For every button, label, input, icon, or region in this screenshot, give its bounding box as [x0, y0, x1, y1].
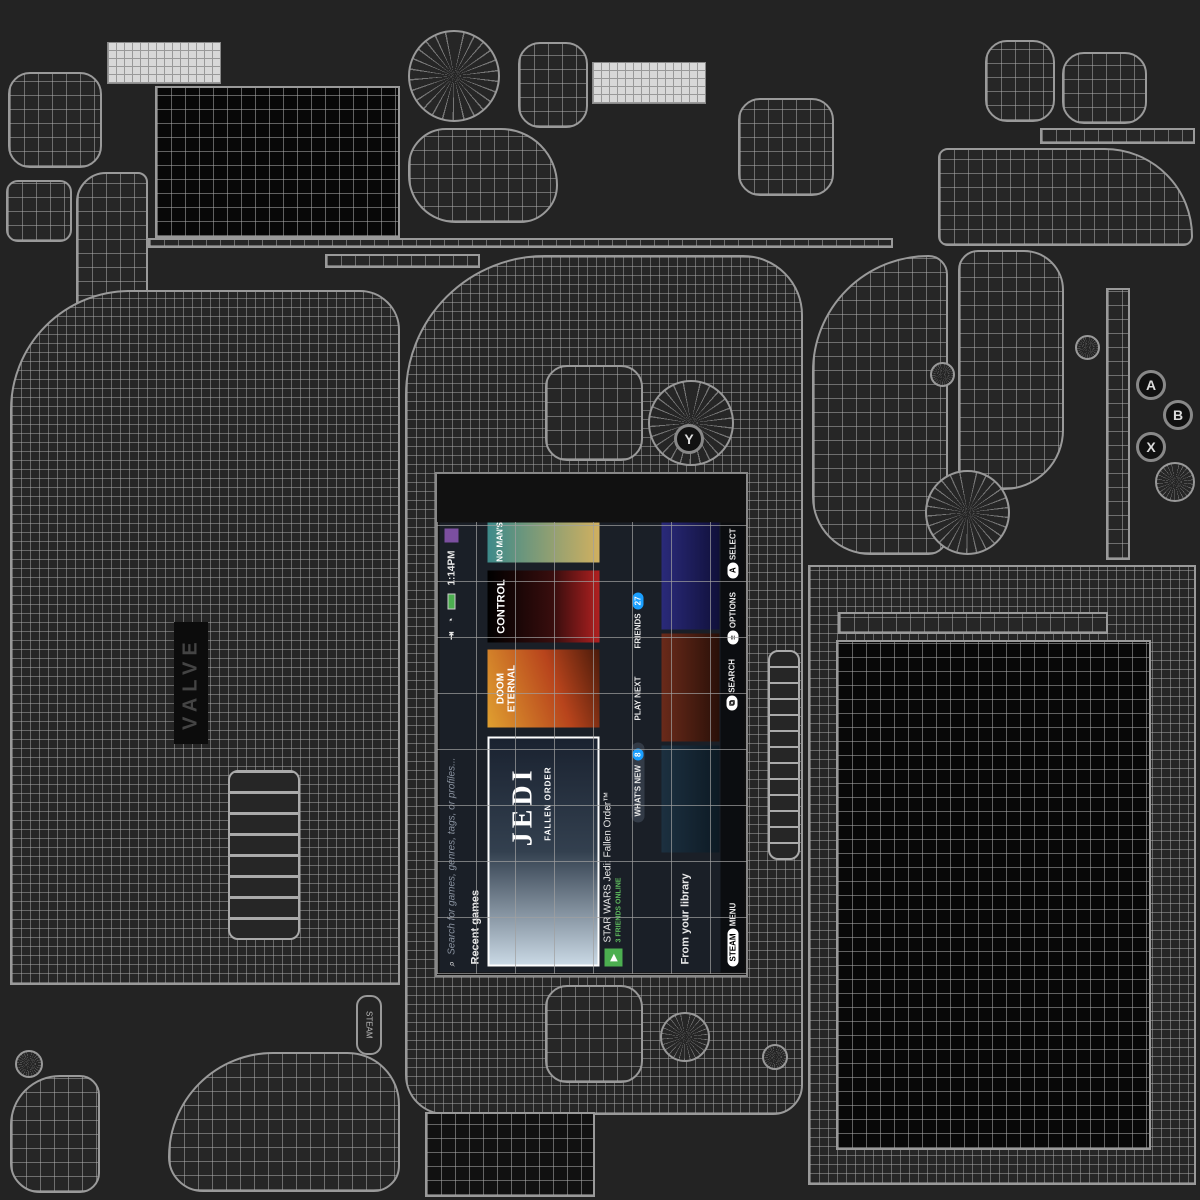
uv-grip-bottom: [10, 1075, 100, 1193]
valve-logo: VALVE: [174, 622, 208, 744]
exit-icon[interactable]: ⇥: [446, 631, 457, 640]
face-button-y: Y: [674, 424, 704, 454]
jedi-logo: JEDI: [507, 766, 539, 847]
game-title: NO MAN'S SKY: [495, 522, 505, 562]
uv-grip-side: [958, 250, 1064, 490]
uv-strip: [325, 254, 480, 268]
steam-key: STEAM: [727, 928, 738, 967]
tab-friends[interactable]: FRIENDS 27: [632, 586, 645, 654]
uv-stick-ring: [408, 30, 500, 122]
uv-strip: [838, 612, 1108, 634]
home-tabs: WHAT'S NEW 8 PLAY NEXT FRIENDS 27: [631, 586, 645, 823]
search-icon: ⌕: [446, 960, 457, 967]
friends-online: 3 FRIENDS ONLINE: [615, 877, 623, 943]
featured-game-card[interactable]: JEDI FALLEN ORDER: [487, 736, 600, 967]
search-bar[interactable]: ⌕ Search for games, genres, tags, or pro…: [446, 640, 457, 967]
library-item[interactable]: [661, 745, 720, 853]
uv-vent: [228, 770, 300, 940]
top-bar: ⌕ Search for games, genres, tags, or pro…: [440, 523, 464, 973]
library-label: From your library: [679, 873, 692, 965]
uv-grip-bottom: [168, 1052, 400, 1192]
featured-game-title: STAR WARS Jedi: Fallen Order™: [602, 791, 614, 943]
bottom-action-select[interactable]: A SELECT: [727, 528, 738, 579]
uv-dpad: [6, 180, 72, 242]
action-label: MENU: [728, 902, 737, 927]
a-key: A: [727, 562, 738, 579]
uv-vent: [768, 650, 800, 860]
library-item[interactable]: [661, 633, 720, 742]
tab-label: FRIENDS: [633, 613, 643, 649]
avatar[interactable]: [444, 528, 459, 543]
uv-vent-bottom: [425, 1112, 595, 1197]
face-button-x: X: [1136, 432, 1166, 462]
bottom-action-search[interactable]: ⧉ SEARCH: [726, 659, 738, 711]
options-key: ≡: [727, 630, 738, 645]
uv-rear-panel: [155, 86, 400, 238]
wifi-icon: ◔: [446, 617, 457, 624]
game-card-doom[interactable]: DOOM ETERNAL: [487, 649, 600, 728]
status-area: ⇥ ◔ 1:14PM: [444, 528, 459, 640]
face-button-a: A: [1136, 370, 1166, 400]
game-card-control[interactable]: CONTROL: [487, 570, 600, 643]
uv-display-area: [836, 640, 1151, 1150]
tab-badge: 8: [632, 748, 644, 761]
uv-small-button: [1075, 335, 1100, 360]
uv-small-button: [1155, 462, 1195, 502]
search-placeholder: Search for games, genres, tags, or profi…: [446, 757, 457, 955]
tab-badge: 27: [632, 592, 644, 610]
uv-grip-side: [812, 255, 948, 555]
steam-button-texture: STEAM: [356, 995, 382, 1055]
uv-grip-top: [938, 148, 1193, 246]
uv-trackpad: [738, 98, 834, 196]
game-card-no-mans-sky[interactable]: NO MAN'S SKY: [487, 522, 600, 563]
bottom-action-menu[interactable]: STEAM MENU: [727, 902, 738, 967]
tab-play-next[interactable]: PLAY NEXT: [632, 671, 645, 727]
battery-icon: [447, 593, 456, 610]
game-title: DOOM ETERNAL: [495, 664, 518, 713]
uv-stick-cap: [1062, 52, 1147, 124]
bottom-bar: STEAM MENU ⧉ SEARCH ≡ OPTIONS A SELECT: [720, 522, 745, 973]
action-label: SEARCH: [727, 659, 737, 693]
bottom-action-options[interactable]: ≡ OPTIONS: [727, 592, 738, 645]
face-button-b: B: [1163, 400, 1193, 430]
uv-small-button: [762, 1044, 788, 1070]
uv-stick-cap: [985, 40, 1055, 122]
uv-small-button: [930, 362, 955, 387]
uv-stick-cap: [518, 42, 588, 128]
clock: 1:14PM: [446, 550, 457, 586]
library-thumbnails: [661, 522, 720, 853]
uv-button-shell: [8, 72, 102, 168]
steam-deck-home-screen: ⌕ Search for games, genres, tags, or pro…: [439, 522, 745, 973]
uv-stick-ring: [925, 470, 1010, 555]
uv-strip: [107, 42, 221, 84]
uv-strip: [1040, 128, 1195, 144]
uv-trackpad-bottom: [545, 985, 643, 1083]
uv-strip: [592, 62, 706, 104]
game-title: CONTROL: [495, 579, 508, 634]
tab-label: PLAY NEXT: [633, 676, 643, 721]
jedi-subtitle: FALLEN ORDER: [543, 766, 553, 841]
action-label: OPTIONS: [728, 592, 737, 629]
uv-strip-long: [148, 238, 893, 248]
tab-whats-new[interactable]: WHAT'S NEW 8: [631, 742, 645, 823]
tab-label: WHAT'S NEW: [633, 764, 643, 817]
play-button[interactable]: ▶: [604, 948, 623, 967]
view-key: ⧉: [726, 695, 738, 711]
recent-games-label: Recent games: [469, 889, 482, 965]
uv-stick-ring: [660, 1012, 710, 1062]
uv-stick-ring: [648, 380, 734, 466]
uv-small-button: [15, 1050, 43, 1078]
uv-rail: [1106, 288, 1130, 560]
action-label: SELECT: [728, 528, 737, 561]
library-item[interactable]: [661, 522, 720, 630]
uv-shoulder: [408, 128, 558, 223]
uv-trackpad-top: [545, 365, 643, 461]
